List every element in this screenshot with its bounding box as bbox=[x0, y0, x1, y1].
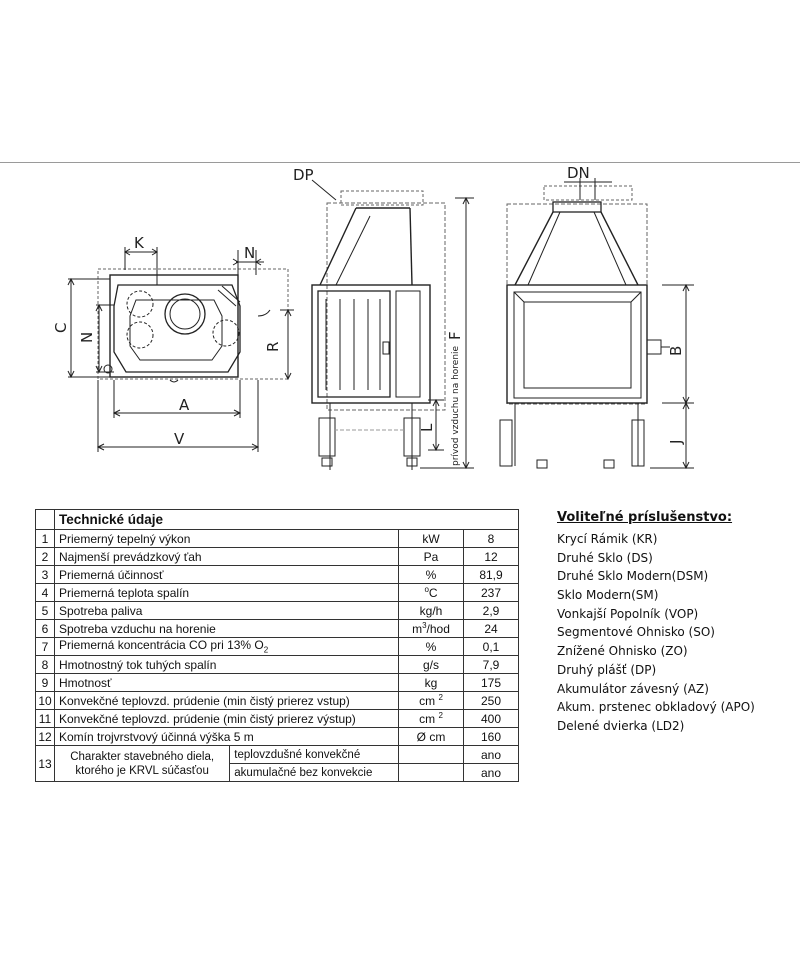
list-item: Druhé Sklo Modern(DSM) bbox=[557, 569, 709, 584]
dim-label-v: V bbox=[174, 430, 185, 448]
dim-label-f: F bbox=[446, 331, 464, 340]
table-row: 11 Konvekčné teplovzd. prúdenie (min čis… bbox=[35, 709, 519, 728]
table-row: 9 Hmotnosť kg 175 bbox=[35, 673, 519, 692]
table-row: 6 Spotreba vzduchu na horenie m3/hod 24 bbox=[35, 619, 519, 638]
accessories-title: Voliteľné príslušenstvo: bbox=[557, 510, 733, 525]
dim-label-b: B bbox=[667, 346, 685, 356]
dim-label-c: C bbox=[52, 323, 70, 333]
dim-label-j: J bbox=[667, 440, 685, 445]
list-item: Druhý plášť (DP) bbox=[557, 662, 657, 677]
side-view bbox=[311, 179, 474, 470]
table-row: 5 Spotreba paliva kg/h 2,9 bbox=[35, 601, 519, 620]
dim-label-l: L bbox=[418, 423, 436, 432]
table-row: 4 Priemerná teplota spalín oC 237 bbox=[35, 583, 519, 602]
table-row: 13 Charakter stavebného diela, ktorého j… bbox=[35, 745, 519, 782]
dim-label-dn: DN bbox=[567, 164, 590, 182]
accessories-list: Voliteľné príslušenstvo: Krycí Rámik (KR… bbox=[557, 510, 797, 736]
table-row: akumulačné bez konvekcie ano bbox=[36, 763, 519, 782]
list-item: Vonkajší Popolník (VOP) bbox=[557, 606, 699, 621]
divider-line bbox=[0, 162, 800, 163]
table-row: 10 Konvekčné teplovzd. prúdenie (min čis… bbox=[35, 691, 519, 710]
front-view bbox=[499, 178, 694, 470]
top-view bbox=[67, 247, 294, 452]
list-item: Sklo Modern(SM) bbox=[557, 588, 659, 603]
table-row: 1 Priemerný tepelný výkon kW 8 bbox=[35, 529, 519, 548]
dim-label-k: K bbox=[134, 234, 145, 252]
technical-drawing: K N C N R A V DP F L prívod vzduchu na h… bbox=[52, 164, 694, 470]
table-row: 8 Hmotnostný tok tuhých spalín g/s 7,9 bbox=[35, 655, 519, 674]
list-item: Akumulátor závesný (AZ) bbox=[557, 681, 709, 696]
list-item: Druhé Sklo (DS) bbox=[557, 550, 653, 565]
table-row: 12 Komín trojvrstvový účinná výška 5 m Ø… bbox=[35, 727, 519, 746]
list-item: Akum. prstenec obkladový (APO) bbox=[557, 700, 755, 715]
technical-data-table: Technické údaje 1 Priemerný tepelný výko… bbox=[35, 509, 519, 782]
table-title-row: Technické údaje bbox=[35, 509, 519, 530]
list-item: Krycí Rámik (KR) bbox=[557, 532, 658, 546]
list-item: Znížené Ohnisko (ZO) bbox=[557, 644, 688, 659]
air-supply-label: prívod vzduchu na horenie bbox=[451, 345, 461, 466]
dim-label-a: A bbox=[179, 396, 190, 414]
dim-label-n-top: N bbox=[244, 244, 255, 262]
dim-label-n-left: N bbox=[78, 332, 96, 343]
dim-label-dp: DP bbox=[293, 166, 314, 184]
list-item: Delené dvierka (LD2) bbox=[557, 718, 685, 733]
list-item: Segmentové Ohnisko (SO) bbox=[557, 625, 715, 640]
table-row: 3 Priemerná účinnosť % 81,9 bbox=[35, 565, 519, 584]
dim-label-r: R bbox=[264, 342, 282, 352]
table-row: 2 Najmenší prevádzkový ťah Pa 12 bbox=[35, 547, 519, 566]
table-title: Technické údaje bbox=[54, 509, 519, 530]
table-row: 7 Priemerná koncentrácia CO pri 13% O2 %… bbox=[35, 637, 519, 656]
